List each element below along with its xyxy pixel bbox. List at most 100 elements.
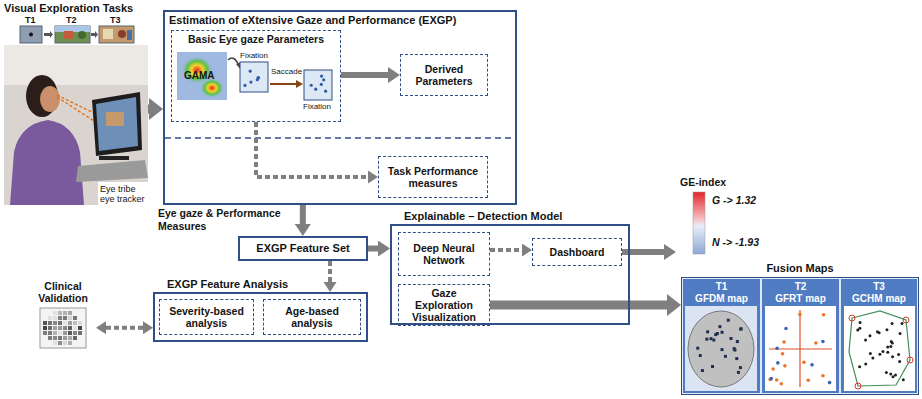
box-label: T2 (766, 281, 835, 293)
module-box: Estimation of eXtensive Gaze and Perform… (163, 10, 517, 205)
saccade-arrow (270, 83, 297, 85)
visual-field-cell (48, 326, 52, 330)
fixation-dot (322, 78, 325, 81)
map-dot (858, 327, 861, 330)
map-dot (871, 357, 874, 360)
photo-background (4, 45, 148, 205)
visual-field-cell (48, 321, 52, 325)
box-label: Deep Neural Network (403, 242, 485, 266)
visual-field-cell (53, 316, 57, 320)
fixation-dot (320, 83, 323, 86)
box-heading: Fusion Maps (682, 262, 918, 275)
validation-figure: Clinical Validation (30, 278, 96, 350)
map-dot (714, 333, 717, 336)
visual-field-cell (63, 321, 67, 325)
visual-field-cell (73, 331, 77, 335)
map-dot (701, 369, 704, 372)
map-dot (891, 355, 894, 358)
box-label: EXGP Feature Set (256, 242, 349, 255)
map-dot (878, 353, 881, 356)
map-dot (897, 353, 900, 356)
box-label: Estimation of eXtensive Gaze and Perform… (169, 14, 511, 27)
person-face (40, 86, 60, 112)
visual-field-cell (78, 331, 82, 335)
map-dot (781, 352, 785, 356)
hull-vertex (855, 383, 861, 389)
map-dot (712, 339, 715, 342)
map-dot (775, 346, 779, 350)
visual-field-cell (63, 336, 67, 340)
block-arrow (341, 72, 388, 78)
task-label: T3 (110, 15, 121, 25)
map-dot (771, 367, 775, 371)
map-dot (699, 354, 702, 357)
map-dot (901, 322, 904, 325)
task-on-screen (106, 112, 124, 126)
map-dot (711, 365, 714, 368)
map-dot (894, 374, 897, 377)
tool-label: GAMA (184, 70, 215, 82)
dashed-arrow (106, 326, 143, 330)
photo-setup: Eye tribe eye tracker (4, 45, 148, 205)
map-dot (727, 319, 730, 322)
map-dot (885, 371, 888, 374)
object (127, 30, 132, 40)
visual-field-cell (78, 321, 82, 325)
map-dot (721, 331, 724, 334)
visual-field-cell (53, 331, 57, 335)
map-dot (802, 360, 806, 364)
box-label: Task Performance measures (383, 165, 483, 189)
map-dot (864, 339, 867, 342)
task-thumbnail (55, 26, 90, 43)
map-dot (733, 349, 736, 352)
map-dot (782, 340, 786, 344)
process-box: Age-based analysis (263, 299, 361, 335)
connector-label: Eye gaze & Performance Measures (158, 207, 294, 232)
process-box: EXGP Feature Set (238, 236, 368, 261)
visual-field-cell (73, 316, 77, 320)
map-dot (859, 321, 862, 324)
dashed-arrow (490, 248, 522, 252)
map-dots (696, 313, 913, 389)
visual-field-cell (68, 311, 72, 315)
saccade-label: Saccade (271, 67, 302, 76)
visual-field-cell (63, 341, 67, 345)
separator-line (165, 137, 515, 139)
map-area (765, 306, 836, 391)
map-dot (737, 371, 740, 374)
laptop-base (76, 160, 148, 182)
visual-field-cell (78, 326, 82, 330)
visual-field-cell (68, 326, 72, 330)
map-dot (858, 365, 861, 368)
visual-field-cell (53, 321, 57, 325)
task-thumbnail (99, 26, 134, 43)
box-label: T3 (845, 281, 913, 293)
hull-vertex (903, 317, 909, 323)
map-dot (735, 357, 738, 360)
fixation-square (304, 70, 332, 100)
map-dot (775, 378, 779, 382)
visual-field-cell (73, 336, 77, 340)
visual-field-cell (68, 336, 72, 340)
convex-hull (849, 311, 910, 386)
visual-field-cell (48, 316, 52, 320)
map-dot (886, 351, 889, 354)
map-dot (828, 381, 832, 385)
dashed-arrow (328, 261, 332, 282)
fixation-label: Fixation (240, 51, 268, 60)
box-label: Derived Parameters (405, 63, 483, 87)
module-box: EXGP Feature AnalysisSeverity-based anal… (153, 292, 368, 342)
box-label: Age-based analysis (268, 305, 356, 329)
map-dot (720, 348, 723, 351)
visual-field-cell (53, 336, 57, 340)
box-heading: EXGP Feature Analysis (167, 278, 288, 291)
visual-field-cell (68, 316, 72, 320)
map-dot (696, 347, 699, 350)
map-dot (779, 382, 783, 386)
map-dot (718, 325, 721, 328)
process-box: Gaze Exploration Visualization (398, 284, 490, 326)
object (118, 30, 126, 38)
map-dot (889, 373, 892, 376)
fixation-dot (249, 70, 252, 73)
